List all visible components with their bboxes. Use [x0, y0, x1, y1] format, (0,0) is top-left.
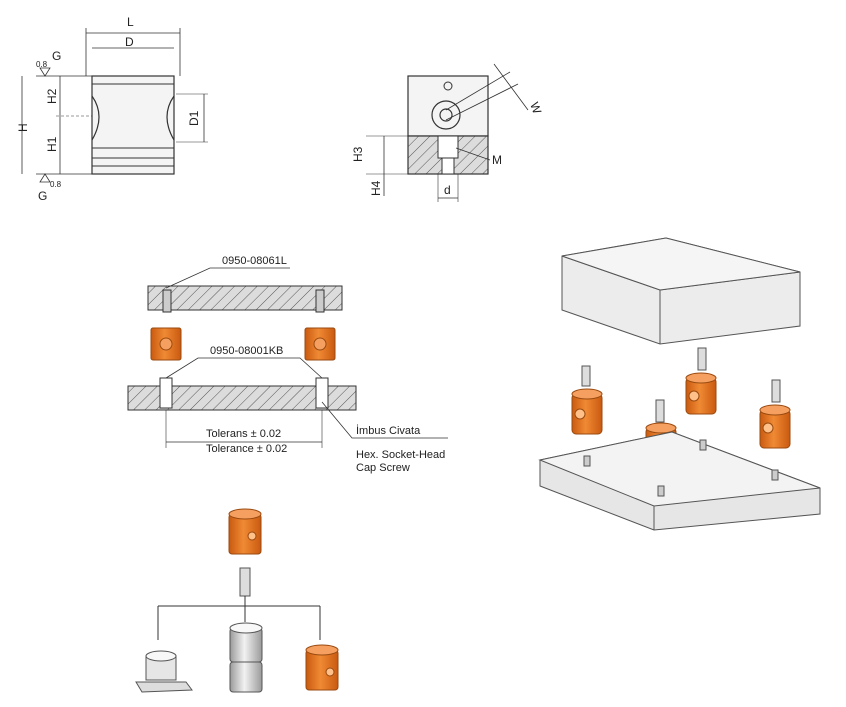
dim-H2: H2: [45, 88, 59, 104]
screw-label-en-1: Hex. Socket-Head: [356, 449, 445, 461]
dim-L: L: [127, 15, 134, 29]
dim-H3: H3: [351, 146, 365, 162]
part-number-bottom: 0950-08001KB: [210, 345, 283, 357]
dim-d: d: [444, 183, 451, 197]
g-top-label: G: [52, 49, 61, 63]
screw-label-tr: İmbus Civata: [356, 424, 421, 437]
g-bottom-label: G: [38, 189, 47, 203]
roughness-bottom: 0.8: [50, 180, 62, 189]
dim-W: W: [527, 100, 544, 116]
dim-H4: H4: [369, 180, 383, 196]
dim-H1: H1: [45, 136, 59, 152]
screw-label-en-2: Cap Screw: [356, 462, 410, 474]
dim-H: H: [16, 123, 30, 132]
tolerance-tr: Tolerans ± 0.02: [206, 428, 281, 440]
assembly-section-drawing: [127, 267, 448, 448]
dim-M: M: [492, 153, 502, 167]
dim-D1: D1: [187, 110, 201, 126]
dim-D: D: [125, 35, 134, 49]
roughness-top: 0.8: [36, 60, 48, 69]
tolerance-en: Tolerance ± 0.02: [206, 443, 287, 455]
compatibility-tree: [135, 508, 339, 693]
exploded-isometric-view: [538, 237, 821, 531]
mount-dimension-drawing: [366, 63, 529, 202]
part-dimension-drawing: [21, 28, 208, 183]
part-number-top: 0950-08061L: [222, 255, 287, 267]
